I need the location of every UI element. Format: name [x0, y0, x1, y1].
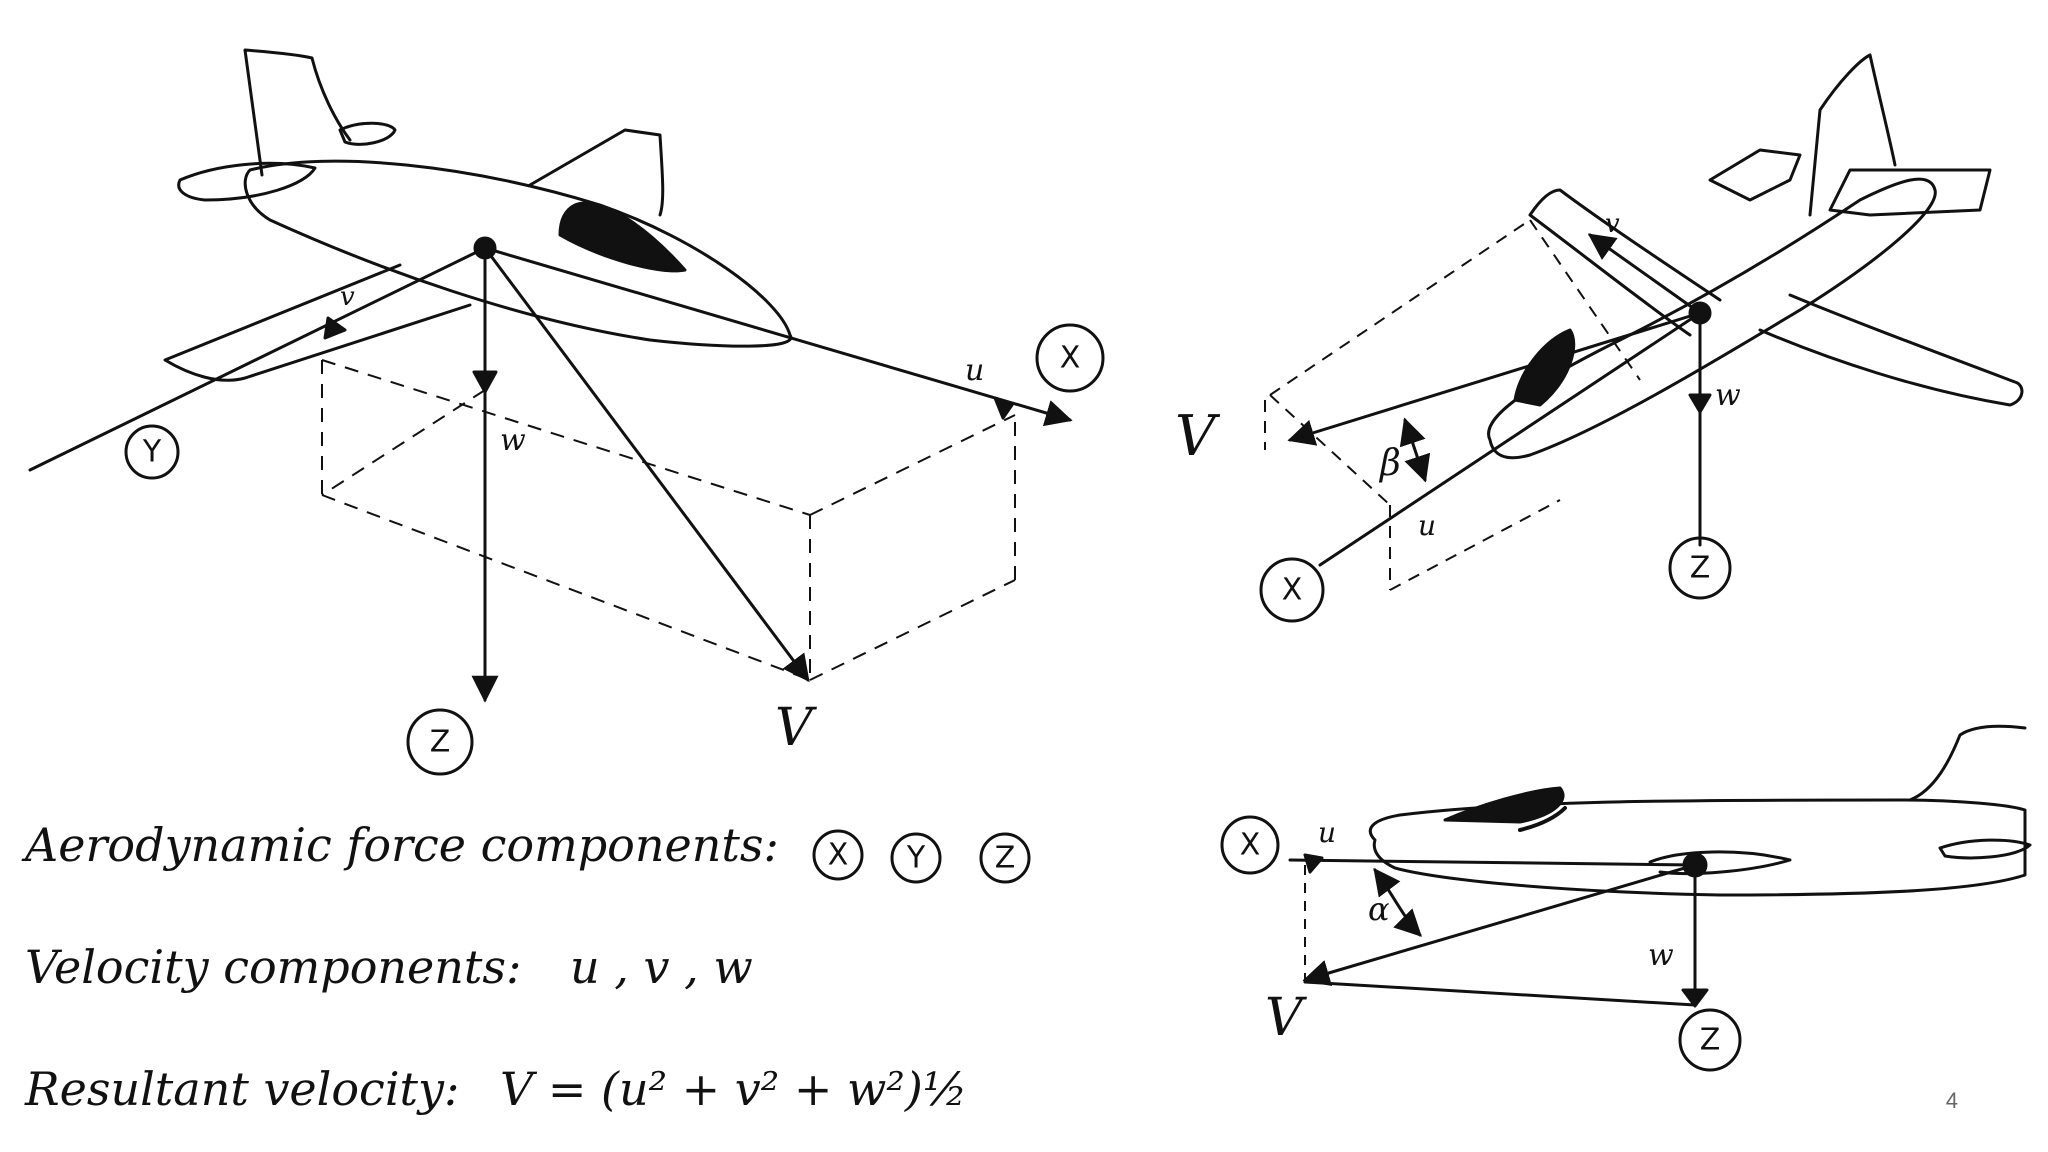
- br-canopy: [1443, 786, 1565, 824]
- br-z-axis-circle: [1678, 1008, 1742, 1072]
- tr-labels: v w u β V X Z: [1175, 209, 1741, 623]
- tr-x-axis-circle: [1259, 557, 1325, 623]
- note-force-axis-x: X: [828, 838, 849, 873]
- br-w-marker: [1681, 988, 1709, 1008]
- tr-z-axis-circle: [1668, 536, 1732, 600]
- left-fuselage: [243, 159, 793, 348]
- left-labels: u v w V X Y Z: [124, 282, 1105, 776]
- page-number: 4: [1945, 1088, 1958, 1113]
- left-x-axis: [483, 246, 1073, 427]
- note-force-axis-z: Z: [995, 841, 1016, 876]
- left-vertical-tail: [243, 48, 352, 177]
- tr-u-label: u: [1418, 509, 1436, 542]
- left-x-axis-label: X: [1060, 341, 1081, 376]
- left-wing-near: [163, 263, 472, 382]
- tr-wing-near: [1758, 293, 2024, 407]
- note-force-axis-y: Y: [906, 841, 926, 876]
- left-y-axis-circle: [124, 424, 180, 480]
- tr-h-tail-left: [1708, 148, 1802, 202]
- left-aircraft-diagram: [28, 48, 1073, 703]
- tr-w-label: w: [1715, 378, 1741, 413]
- left-y-axis: [28, 246, 487, 472]
- tr-vertical-tail: [1808, 53, 1897, 217]
- tr-resultant-vector: [1287, 311, 1702, 446]
- br-vertical-tail: [1908, 724, 2027, 802]
- note-velocity-label: Velocity components:: [25, 940, 522, 994]
- left-wing-far: [528, 128, 665, 217]
- note-force-label: Aerodynamic force components:: [25, 818, 779, 872]
- br-z-axis-label: Z: [1700, 1023, 1721, 1058]
- br-u-marker: [1303, 853, 1324, 874]
- br-w-label: w: [1648, 938, 1674, 973]
- left-h-tail-left: [177, 161, 317, 202]
- br-resultant-label: V: [1265, 988, 1307, 1048]
- br-u-label: u: [1318, 816, 1336, 849]
- tr-wing-far: [1528, 188, 1722, 337]
- br-alpha-label: α: [1368, 890, 1390, 928]
- br-resultant-vector: [1302, 863, 1697, 987]
- br-alpha-arc: [1373, 867, 1422, 937]
- left-u-marker: [993, 396, 1014, 420]
- br-x-axis-circle: [1220, 815, 1280, 875]
- br-canopy-trim: [1518, 806, 1567, 832]
- br-h-tail: [1938, 838, 2032, 860]
- left-resultant-label: V: [775, 698, 817, 758]
- br-base-line: [1303, 980, 1697, 1007]
- bottom-right-aircraft-diagram: [1288, 724, 2032, 1008]
- br-x-axis-label: X: [1240, 828, 1261, 863]
- left-v-label: v: [340, 282, 355, 312]
- left-z-axis-circle: [406, 708, 474, 776]
- tr-w-marker: [1688, 393, 1712, 414]
- br-x-axis: [1288, 858, 1697, 867]
- tr-h-tail-right: [1828, 168, 1992, 217]
- tr-z-axis-label: Z: [1690, 551, 1711, 586]
- tr-beta-arrow: [1399, 417, 1431, 483]
- left-w-marker: [472, 370, 498, 394]
- tr-v-vector: [1587, 233, 1702, 315]
- left-h-tail-right: [338, 121, 397, 146]
- tr-x-axis-label: X: [1282, 573, 1303, 608]
- tr-fuselage: [1487, 177, 1937, 460]
- tr-beta-label: β: [1378, 443, 1401, 484]
- top-right-aircraft-diagram: [1287, 53, 2024, 567]
- left-x-axis-circle: [1035, 323, 1105, 393]
- tr-dashed-box: [1264, 219, 1641, 591]
- br-wing: [1648, 850, 1792, 875]
- left-z-axis-label: Z: [430, 725, 451, 760]
- tr-canopy: [1513, 328, 1576, 407]
- left-v-marker: [323, 316, 347, 340]
- note-resultant-label: Resultant velocity:: [25, 1062, 460, 1116]
- note-velocity-values: u , v , w: [570, 940, 753, 994]
- note-force-axes: X Y Z: [812, 829, 1031, 884]
- left-y-axis-label: Y: [142, 435, 162, 470]
- left-canopy: [558, 201, 687, 273]
- note-resultant-formula: V = (u² + v² + w²)½: [500, 1062, 968, 1116]
- left-u-label: u: [965, 353, 984, 388]
- br-labels: u α w V X Z: [1220, 815, 1742, 1072]
- tr-x-axis: [1318, 311, 1702, 567]
- tr-v-label: v: [1605, 209, 1620, 239]
- left-w-label: w: [500, 423, 526, 458]
- tr-resultant-label: V: [1175, 404, 1221, 469]
- left-dashed-box: [321, 359, 1016, 681]
